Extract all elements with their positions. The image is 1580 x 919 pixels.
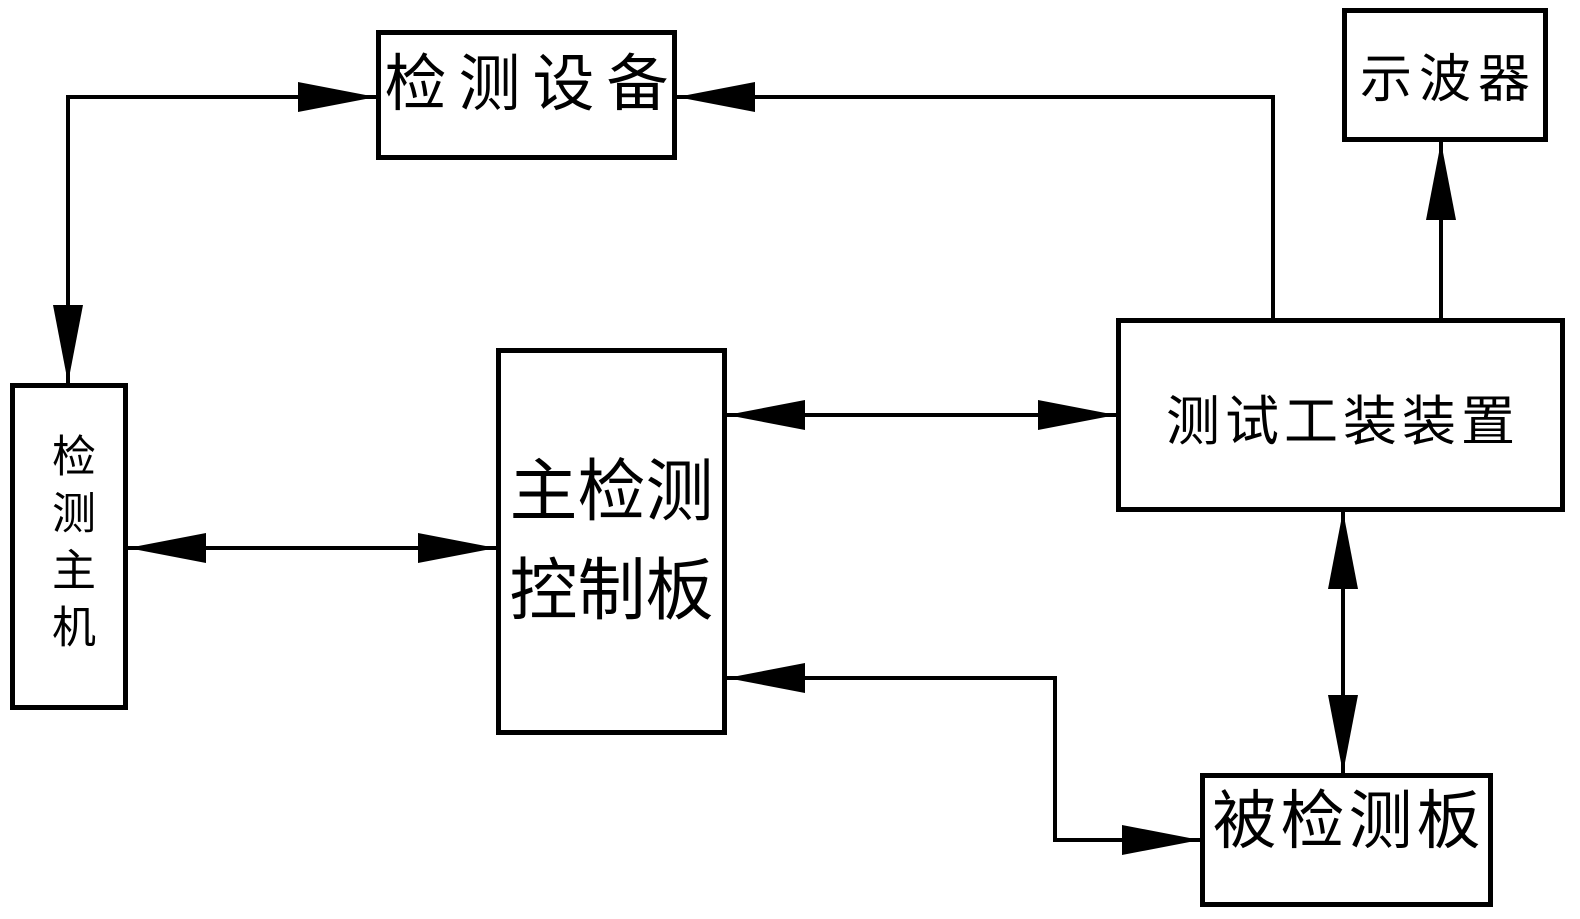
main-control-board-label-line1: 主检测 (509, 452, 714, 532)
board-under-test-label: 被检测板 (1212, 785, 1485, 859)
arrowhead-into-mainboard-left-icon (418, 533, 496, 563)
arrowhead-into-detection-host-top-icon (53, 305, 83, 383)
connector-host-equipment-vertical-line (66, 95, 70, 383)
connector-host-mainboard-line (128, 546, 496, 550)
connector-fixture-testboard-line (1341, 511, 1345, 773)
connector-mainboard-testboard-upper-line (727, 676, 1057, 680)
arrowhead-into-mainboard-right-lower-icon (727, 663, 805, 693)
arrowhead-into-fixture-bottom-icon (1328, 511, 1358, 589)
detection-host-label: 检测主机 (44, 432, 95, 661)
arrowhead-into-mainboard-right-upper-icon (727, 400, 805, 430)
arrowhead-into-oscilloscope-bottom-icon (1426, 142, 1456, 220)
arrowhead-into-fixture-left-icon (1038, 400, 1116, 430)
connector-fixture-oscilloscope-line (1439, 142, 1443, 318)
box-main-detection-control-board: 主检测 控制板 (496, 348, 727, 735)
test-fixture-label: 测试工装装置 (1166, 390, 1520, 453)
box-detection-host: 检测主机 (10, 383, 128, 710)
arrowhead-into-board-under-test-left-icon (1122, 825, 1200, 855)
arrowhead-into-detection-equipment-left-icon (298, 82, 376, 112)
connector-fixture-equipment-vertical-line (1271, 95, 1275, 318)
main-control-board-label-line2: 控制板 (509, 551, 714, 631)
arrowhead-into-detection-host-right-icon (128, 533, 206, 563)
arrowhead-into-board-under-test-top-icon (1328, 695, 1358, 773)
box-test-fixture-device: 测试工装装置 (1116, 318, 1565, 512)
box-detection-equipment: 检测设备 (376, 30, 677, 160)
connector-mainboard-testboard-vertical-line (1053, 676, 1057, 842)
box-oscilloscope: 示波器 (1342, 8, 1548, 142)
main-control-board-label: 主检测 控制板 (509, 443, 713, 641)
connector-fixture-equipment-horizontal-line (677, 95, 1275, 99)
connector-mainboard-fixture-line (727, 413, 1116, 417)
box-board-under-test: 被检测板 (1200, 773, 1493, 907)
oscilloscope-label: 示波器 (1359, 50, 1537, 110)
detection-equipment-label: 检测设备 (384, 47, 681, 120)
arrowhead-into-detection-equipment-right-icon (677, 82, 755, 112)
connector-host-equipment-horizontal-line (66, 95, 376, 99)
